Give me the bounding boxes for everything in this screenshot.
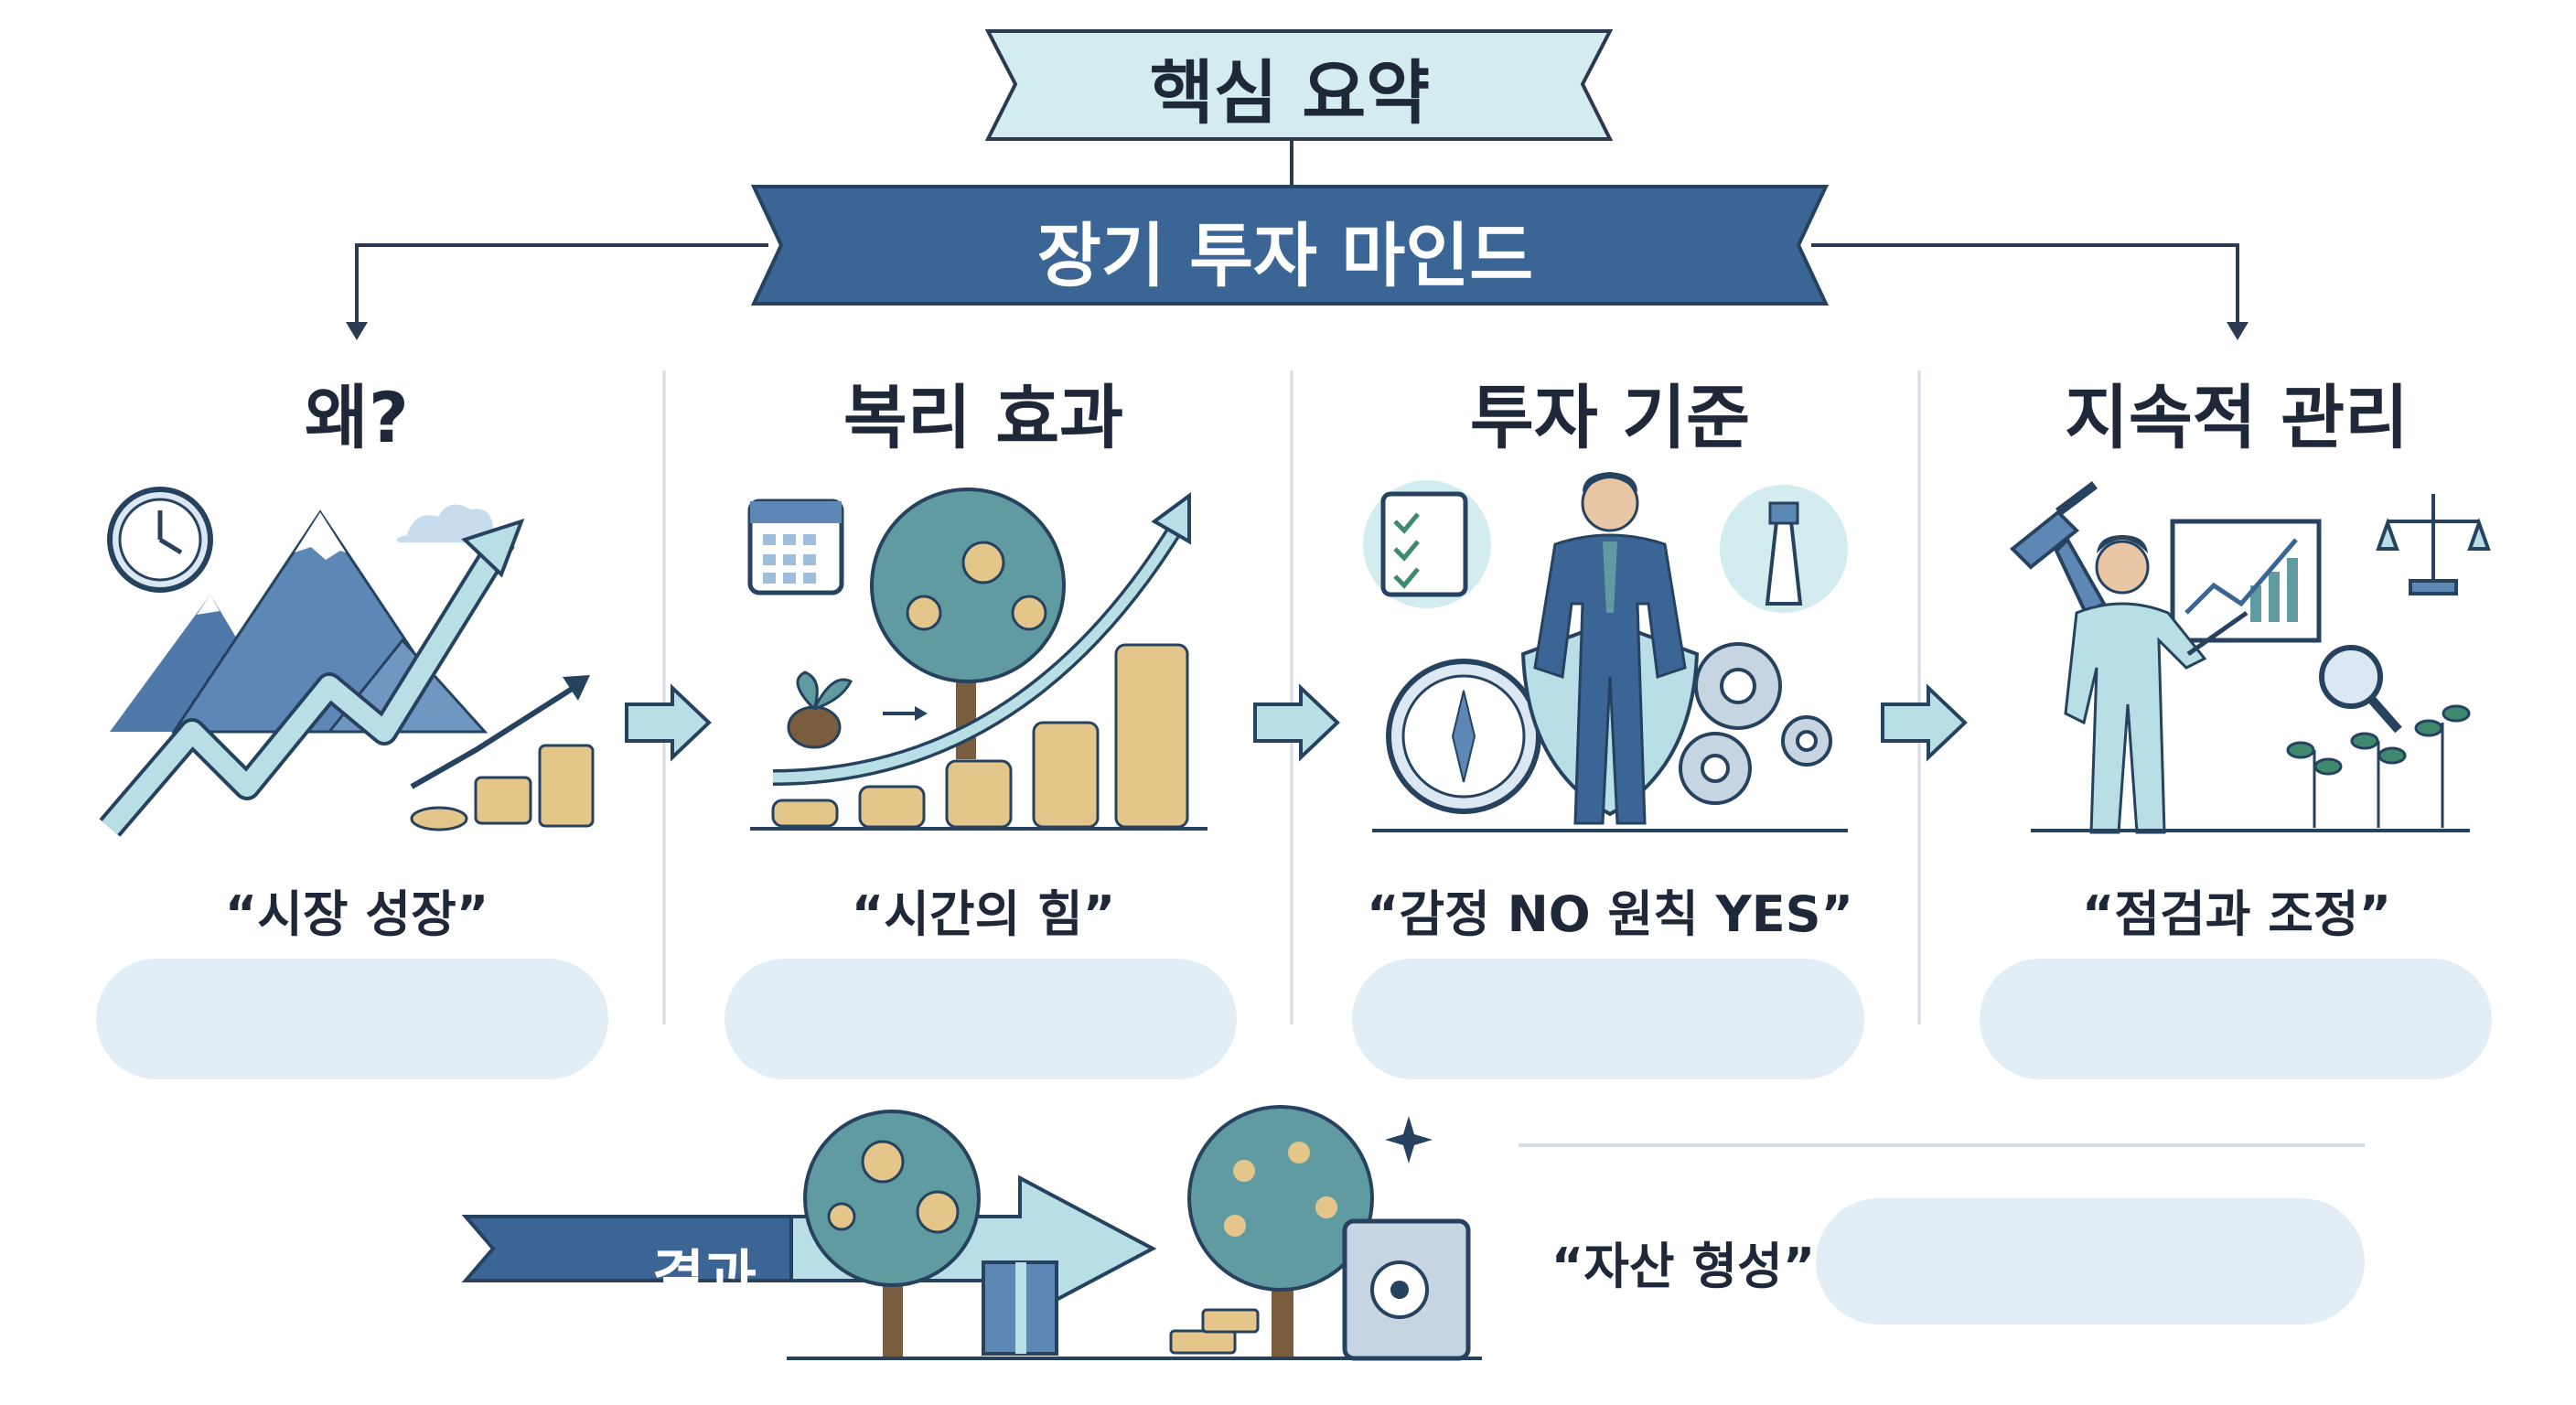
column-quote-criteria: “감정 NO 원칙 YES”	[1366, 885, 1854, 943]
result-pill	[1816, 1198, 2365, 1325]
column-pill-why	[96, 959, 608, 1079]
seed-icon	[787, 670, 853, 749]
businessman-icon	[1533, 472, 1687, 825]
wealth-illustration	[787, 1105, 1482, 1361]
fruit-tree-icon	[1187, 1105, 1374, 1358]
result-label: 결과	[651, 1243, 757, 1310]
right-arrow-icon	[625, 683, 712, 762]
main-banner	[750, 185, 1830, 306]
column-heading-compound: 복리 효과	[843, 377, 1124, 458]
column-heading-management: 지속적 관리	[2064, 377, 2410, 458]
compound-interest-illustration	[747, 488, 1208, 831]
column-pill-compound	[724, 959, 1237, 1079]
main-title: 장기 투자 마인드	[1036, 215, 1534, 296]
connector-lines	[346, 139, 2249, 340]
calendar-icon	[747, 499, 844, 595]
gold-bars-icon	[1169, 1308, 1260, 1355]
continuous-management-illustration	[2010, 481, 2491, 834]
cloud-icon	[396, 504, 502, 542]
column-quote-management: “점검과 조정”	[2081, 885, 2392, 943]
coin-stacks-icon	[771, 643, 1189, 829]
chart-board-icon	[2170, 519, 2322, 643]
column-pill-criteria	[1352, 959, 1864, 1079]
sparkle-icon	[1385, 1116, 1433, 1164]
right-arrow-icon	[1881, 683, 1968, 762]
column-heading-why: 왜?	[304, 377, 409, 458]
flow-arrows	[625, 683, 1968, 762]
growth-arrow-icon	[772, 492, 1191, 786]
summary-banner	[984, 29, 1614, 141]
column-heading-criteria: 투자 기준	[1469, 377, 1751, 458]
column-quote-why: “시장 성장”	[224, 885, 489, 943]
investment-criteria-illustration	[1363, 472, 1848, 832]
summary-title: 핵심 요약	[1149, 52, 1431, 134]
coins-icon	[410, 744, 595, 831]
right-arrow-icon	[1253, 683, 1340, 762]
gift-icon	[982, 1260, 1058, 1356]
shield-icon	[1520, 619, 1700, 817]
magnifier-icon	[2319, 645, 2402, 734]
plants-icon	[2286, 704, 2471, 828]
clock-icon	[107, 487, 213, 593]
result-divider	[1519, 1143, 2365, 1147]
pruning-shears-icon	[2010, 481, 2107, 616]
column-pill-management	[1980, 959, 2492, 1079]
checklist-icon	[1363, 480, 1491, 608]
compass-icon	[1386, 659, 1541, 814]
lighthouse-icon	[1720, 485, 1848, 613]
safe-icon	[1342, 1218, 1471, 1361]
gear-icon	[1679, 642, 1832, 805]
growth-arrow-icon	[99, 518, 525, 837]
scale-icon	[2376, 494, 2491, 595]
result-quote: “자산 형성”	[1551, 1238, 1816, 1295]
money-tree-icon	[803, 1110, 981, 1358]
column-dividers	[662, 370, 1921, 1024]
market-growth-illustration	[99, 487, 595, 837]
column-quote-compound: “시간의 힘”	[851, 885, 1116, 943]
